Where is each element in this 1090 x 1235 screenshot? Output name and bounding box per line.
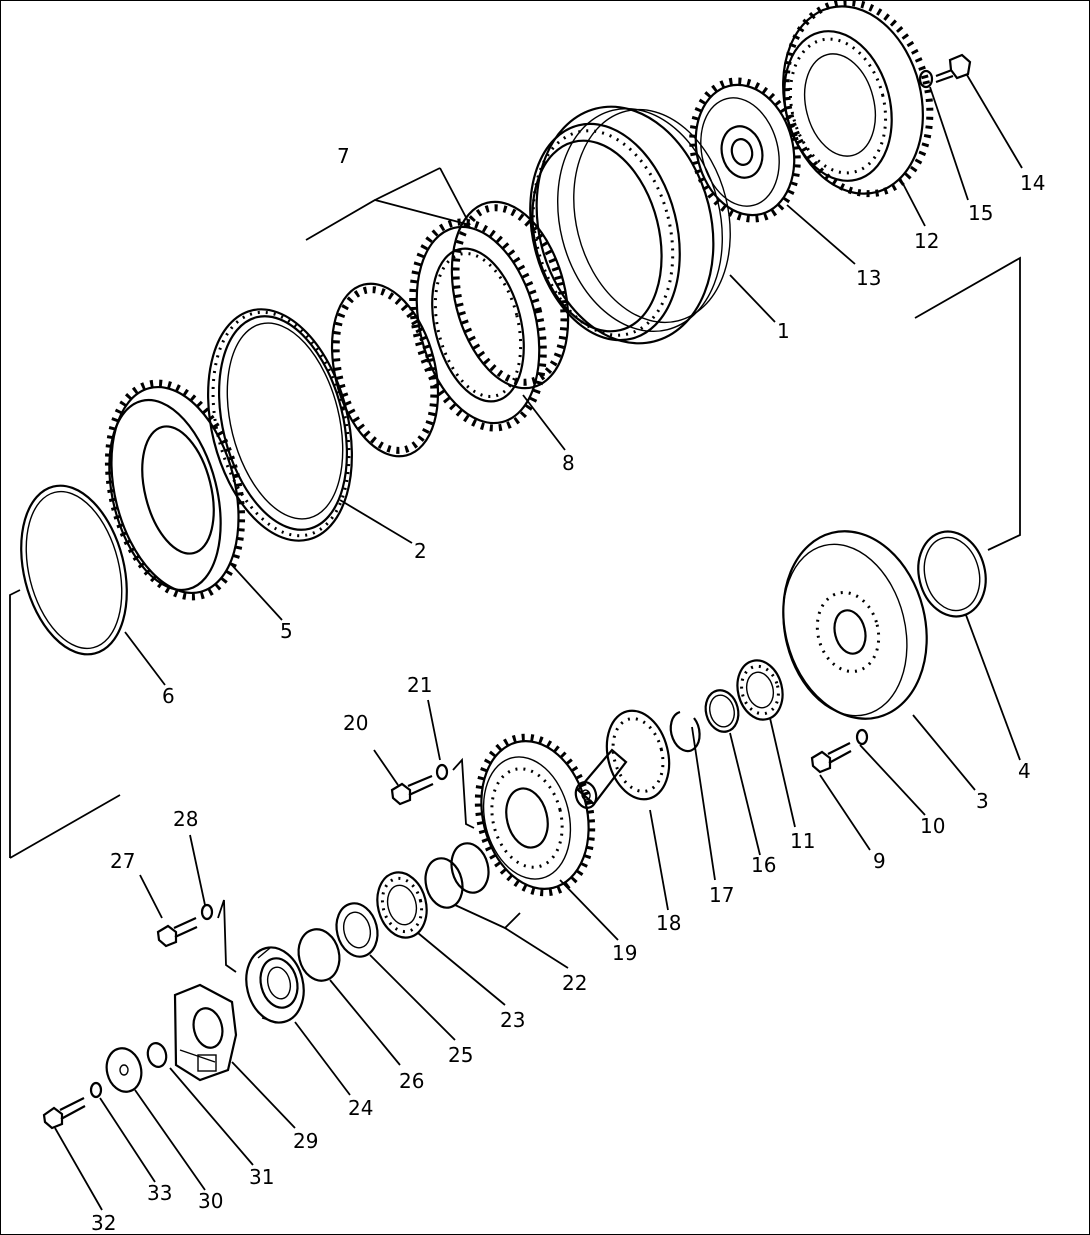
part-8-clutch-disc	[409, 218, 547, 432]
part-7-clutch-plate-2	[450, 200, 570, 390]
part-label-3: 3	[976, 789, 989, 813]
part-label-4: 4	[1018, 759, 1031, 783]
part-label-7: 7	[337, 144, 350, 168]
part-26-o-ring	[297, 928, 341, 982]
part-32-bolt	[42, 1097, 86, 1130]
part-9-bolt	[810, 742, 852, 774]
part-28-washer	[200, 903, 214, 921]
part-13-hub	[689, 77, 801, 223]
part-label-17: 17	[709, 883, 734, 907]
part-4-ring	[917, 530, 987, 618]
part-23-bearing	[376, 871, 428, 939]
part-15-washer	[918, 69, 934, 89]
part-number-labels: 1 2 3 4 5 6 7 8 9 10 11 12 13 14 15 16 1…	[91, 144, 1045, 1235]
part-24-retainer	[245, 946, 305, 1024]
part-1-clutch-drum	[529, 105, 731, 345]
part-label-18: 18	[656, 911, 681, 935]
leader-lines	[54, 74, 1023, 1211]
part-label-1: 1	[777, 319, 790, 343]
part-label-13: 13	[856, 266, 881, 290]
part-20-bolt	[390, 774, 434, 806]
part-label-26: 26	[399, 1069, 424, 1093]
part-label-25: 25	[448, 1043, 473, 1067]
part-label-22: 22	[562, 971, 587, 995]
part-12-geared-drum	[782, 0, 934, 198]
part-label-5: 5	[280, 619, 293, 643]
part-label-29: 29	[293, 1129, 318, 1153]
part-25-bearing-race	[335, 902, 379, 958]
part-6-seal-ring	[20, 484, 128, 656]
part-label-23: 23	[500, 1008, 525, 1032]
part-22-rings	[424, 842, 490, 909]
part-16-ring	[704, 689, 740, 733]
part-label-33: 33	[147, 1181, 172, 1205]
part-label-6: 6	[162, 684, 175, 708]
part-label-21: 21	[407, 673, 432, 697]
part-label-11: 11	[790, 829, 815, 853]
part-label-12: 12	[914, 229, 939, 253]
part-label-27: 27	[110, 849, 135, 873]
part-label-15: 15	[968, 201, 993, 225]
part-10-washer	[855, 728, 869, 746]
part-label-16: 16	[751, 853, 776, 877]
part-17-snap-ring	[669, 710, 701, 753]
part-label-32: 32	[91, 1211, 116, 1235]
part-31-o-ring	[146, 1042, 168, 1068]
part-18-shaft	[574, 709, 671, 809]
part-label-2: 2	[414, 539, 427, 563]
part-label-24: 24	[348, 1096, 373, 1120]
part-29-coupling	[173, 983, 238, 1082]
part-label-28: 28	[173, 807, 198, 831]
part-label-8: 8	[562, 451, 575, 475]
part-7-clutch-plate	[330, 282, 440, 458]
part-label-9: 9	[873, 849, 886, 873]
part-21-washer	[435, 763, 449, 781]
part-3-flywheel	[782, 530, 928, 720]
part-label-30: 30	[198, 1189, 223, 1213]
part-14-bolt	[935, 53, 972, 84]
part-19-gear	[474, 733, 596, 897]
part-label-10: 10	[920, 814, 945, 838]
part-label-14: 14	[1020, 171, 1045, 195]
part-33-washer	[89, 1081, 103, 1099]
part-5-piston	[104, 379, 246, 601]
part-30-plate	[105, 1047, 143, 1093]
assembly-bracket-lines	[9, 256, 1021, 973]
part-11-bearing	[736, 659, 784, 721]
part-label-20: 20	[343, 711, 368, 735]
part-label-31: 31	[249, 1165, 274, 1189]
part-27-bolt	[156, 916, 198, 948]
part-label-19: 19	[612, 941, 637, 965]
